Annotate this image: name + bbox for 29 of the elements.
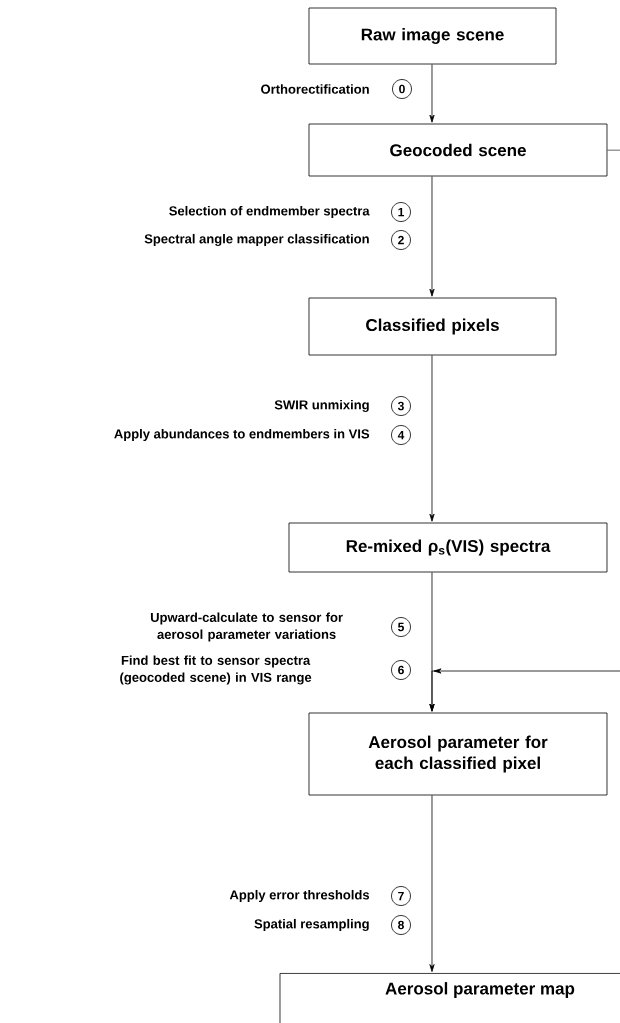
step-label: SWIR unmixing	[274, 399, 369, 413]
process-box: Re-mixed ρ$_{s}$(VIS) spectra	[288, 522, 608, 573]
process-box: Aerosol parameter for each classified pixel	[308, 712, 608, 796]
arrow	[429, 795, 435, 972]
step-number: 3	[391, 396, 411, 416]
arrow	[429, 64, 435, 123]
step-number: 4	[391, 425, 411, 445]
step-label: Spatial resampling	[254, 918, 369, 932]
arrow	[429, 355, 435, 522]
process-box: Aerosol parameter map	[279, 973, 620, 1023]
process-box: Classified pixels	[308, 297, 557, 356]
step-number: 6	[391, 660, 411, 680]
step-number: 5	[391, 617, 411, 637]
step-number: 2	[391, 230, 411, 250]
step-label: Apply error thresholds	[229, 889, 370, 903]
step-label: Selection of endmember spectra	[169, 205, 370, 219]
arrow	[429, 176, 435, 297]
step-label: Apply abundances to endmembers in VIS	[114, 428, 370, 442]
step-number: 7	[391, 886, 411, 906]
step-label: Orthorectification	[261, 84, 369, 94]
step-number: 8	[391, 915, 411, 935]
step-label: Spectral angle mapper classification	[144, 233, 369, 247]
step-number: 0	[392, 79, 412, 99]
step-label: Find best fit to sensor spectra (geocoded scene) in VIS range	[120, 655, 312, 685]
process-box: Raw image scene	[308, 7, 557, 65]
arrow	[429, 149, 620, 712]
step-label: Upward-calculate to sensor for aerosol parameter variations	[150, 612, 343, 642]
process-box: Geocoded scene	[308, 123, 608, 177]
step-number: 1	[391, 202, 411, 222]
